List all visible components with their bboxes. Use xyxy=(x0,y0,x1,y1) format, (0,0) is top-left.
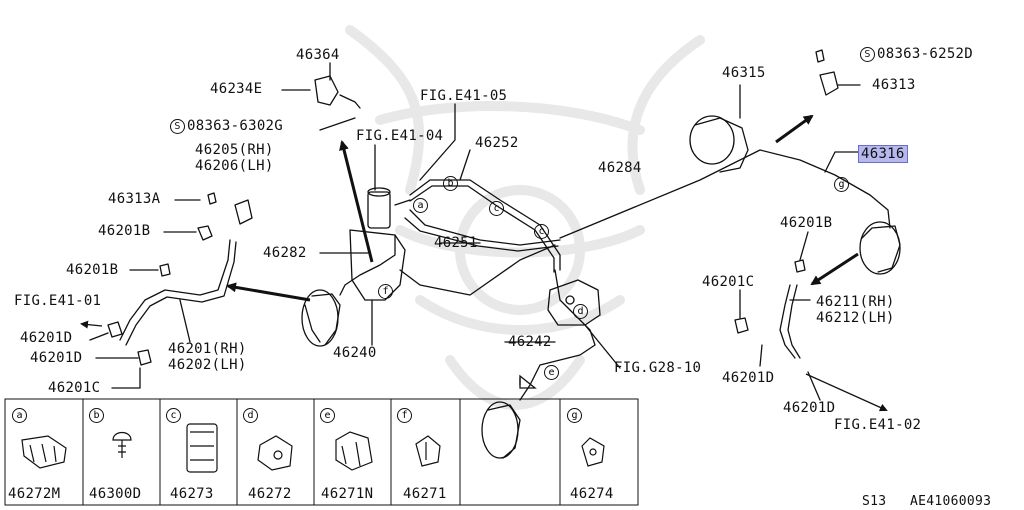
callout-46284[interactable]: 46284 xyxy=(598,160,642,176)
ref-fig-e41-05[interactable]: FIG.E41-05 xyxy=(420,88,508,104)
legend-part-46273[interactable]: 46273 xyxy=(170,486,214,502)
legend-letter-f: f xyxy=(397,408,412,423)
brake-line-46251 xyxy=(404,209,561,252)
front-right-disc xyxy=(859,221,901,275)
ref-fig-e41-04[interactable]: FIG.E41-04 xyxy=(356,128,444,144)
legend-letter-c: c xyxy=(166,408,181,423)
clip-marker-c-upper: c xyxy=(489,201,504,216)
clip-marker-f: f xyxy=(378,284,393,299)
callout-46242[interactable]: 46242 xyxy=(508,334,552,350)
abs-valve-46242 xyxy=(547,279,601,326)
legend-letter-d: d xyxy=(243,408,258,423)
callout-46313[interactable]: 46313 xyxy=(872,77,916,93)
legend-part-46300D[interactable]: 46300D xyxy=(89,486,142,502)
callout-46211[interactable]: 46211(RH) xyxy=(816,294,895,310)
ref-fig-g28-10[interactable]: FIG.G28-10 xyxy=(614,360,702,376)
ref-fig-e41-02[interactable]: FIG.E41-02 xyxy=(834,417,922,433)
part-number-text: 08363-6302G xyxy=(187,118,284,134)
part-number-text: 08363-6252D xyxy=(877,46,974,62)
legend-part-46271[interactable]: 46271 xyxy=(403,486,447,502)
legend-part-46272[interactable]: 46272 xyxy=(248,486,292,502)
callout-46201[interactable]: 46201(RH) xyxy=(168,341,247,357)
callout-46201C-left[interactable]: 46201C xyxy=(48,380,101,396)
front-left-disc xyxy=(301,289,341,347)
legend-letter-a: a xyxy=(12,408,27,423)
footer-code: S13 xyxy=(862,494,887,509)
legend-letter-g: g xyxy=(567,408,582,423)
callout-46201B-right[interactable]: 46201B xyxy=(780,215,833,231)
rear-right-disc xyxy=(689,115,749,173)
clip-marker-a: a xyxy=(413,198,428,213)
brake-line-46284 xyxy=(559,149,891,239)
clip-marker-b: b xyxy=(443,176,458,191)
watermark-emblem xyxy=(345,25,705,410)
callout-46212[interactable]: 46212(LH) xyxy=(816,310,895,326)
callout-46240[interactable]: 46240 xyxy=(333,345,377,361)
callout-46282[interactable]: 46282 xyxy=(263,245,307,261)
s-circle-icon: S xyxy=(860,47,875,62)
callout-46206[interactable]: 46206(LH) xyxy=(195,158,274,174)
callout-46315[interactable]: 46315 xyxy=(722,65,766,81)
s-circle-icon: S xyxy=(170,119,185,134)
legend-part-46274[interactable]: 46274 xyxy=(570,486,614,502)
callout-46251[interactable]: 46251 xyxy=(434,235,478,251)
callout-46313A[interactable]: 46313A xyxy=(108,191,161,207)
callout-46364[interactable]: 46364 xyxy=(296,47,340,63)
callout-46205[interactable]: 46205(RH) xyxy=(195,142,274,158)
callout-46202[interactable]: 46202(LH) xyxy=(168,357,247,373)
callout-46201D-right-b[interactable]: 46201D xyxy=(783,400,836,416)
callout-46252[interactable]: 46252 xyxy=(475,135,519,151)
callout-46316-highlighted[interactable]: 46316 xyxy=(858,145,908,163)
legend-frame xyxy=(4,398,639,506)
clip-marker-d: d xyxy=(573,304,588,319)
callout-46201D-left-b[interactable]: 46201D xyxy=(30,350,83,366)
legend-part-46272M[interactable]: 46272M xyxy=(8,486,61,502)
clip-marker-c-lower: c xyxy=(534,224,549,239)
callout-46201B-left-upper[interactable]: 46201B xyxy=(98,223,151,239)
clip-marker-e: e xyxy=(544,365,559,380)
footer-diagram-id: AE41060093 xyxy=(910,494,992,509)
callout-46201C-right[interactable]: 46201C xyxy=(702,274,755,290)
clip-marker-g: g xyxy=(834,177,849,192)
callout-46234E[interactable]: 46234E xyxy=(210,81,263,97)
callout-46201B-left-lower[interactable]: 46201B xyxy=(66,262,119,278)
legend-letter-e: e xyxy=(320,408,335,423)
callout-46201D-right-a[interactable]: 46201D xyxy=(722,370,775,386)
callout-46201D-left-a[interactable]: 46201D xyxy=(20,330,73,346)
rear-left-disc xyxy=(481,401,521,459)
legend-letter-b: b xyxy=(89,408,104,423)
legend-part-46271N[interactable]: 46271N xyxy=(321,486,374,502)
ref-fig-e41-01[interactable]: FIG.E41-01 xyxy=(14,293,102,309)
